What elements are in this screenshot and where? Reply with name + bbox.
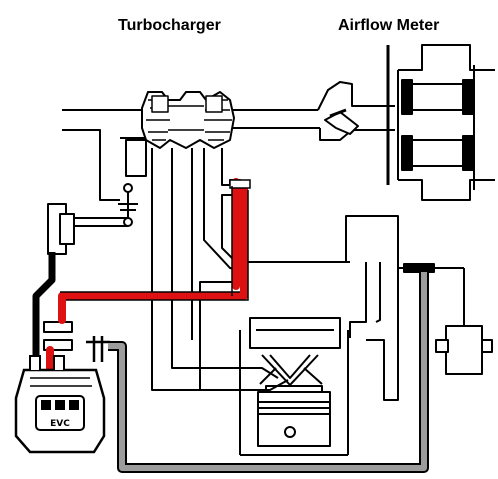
airflow-vane (324, 108, 359, 135)
wastegate-actuator (47, 183, 138, 255)
vacuum-canister (398, 263, 493, 375)
controller-display-text: EVC (50, 419, 70, 429)
vacuum-line (108, 272, 429, 473)
exhaust-manifold (151, 148, 289, 391)
actuator-line (32, 252, 56, 362)
boost-line (46, 178, 248, 372)
turbocharger-label: Turbocharger (118, 17, 221, 34)
airflow-meter-label: Airflow Meter (338, 17, 440, 34)
boost-hose-fittings (43, 321, 110, 362)
boost-controller: EVC (14, 355, 106, 454)
piston (257, 385, 331, 447)
engine-cylinder (239, 317, 349, 456)
intake-duct (232, 81, 395, 141)
airflow-meter (386, 44, 495, 201)
turbo-exhaust-lines (62, 109, 147, 201)
turbocharger (141, 91, 235, 149)
